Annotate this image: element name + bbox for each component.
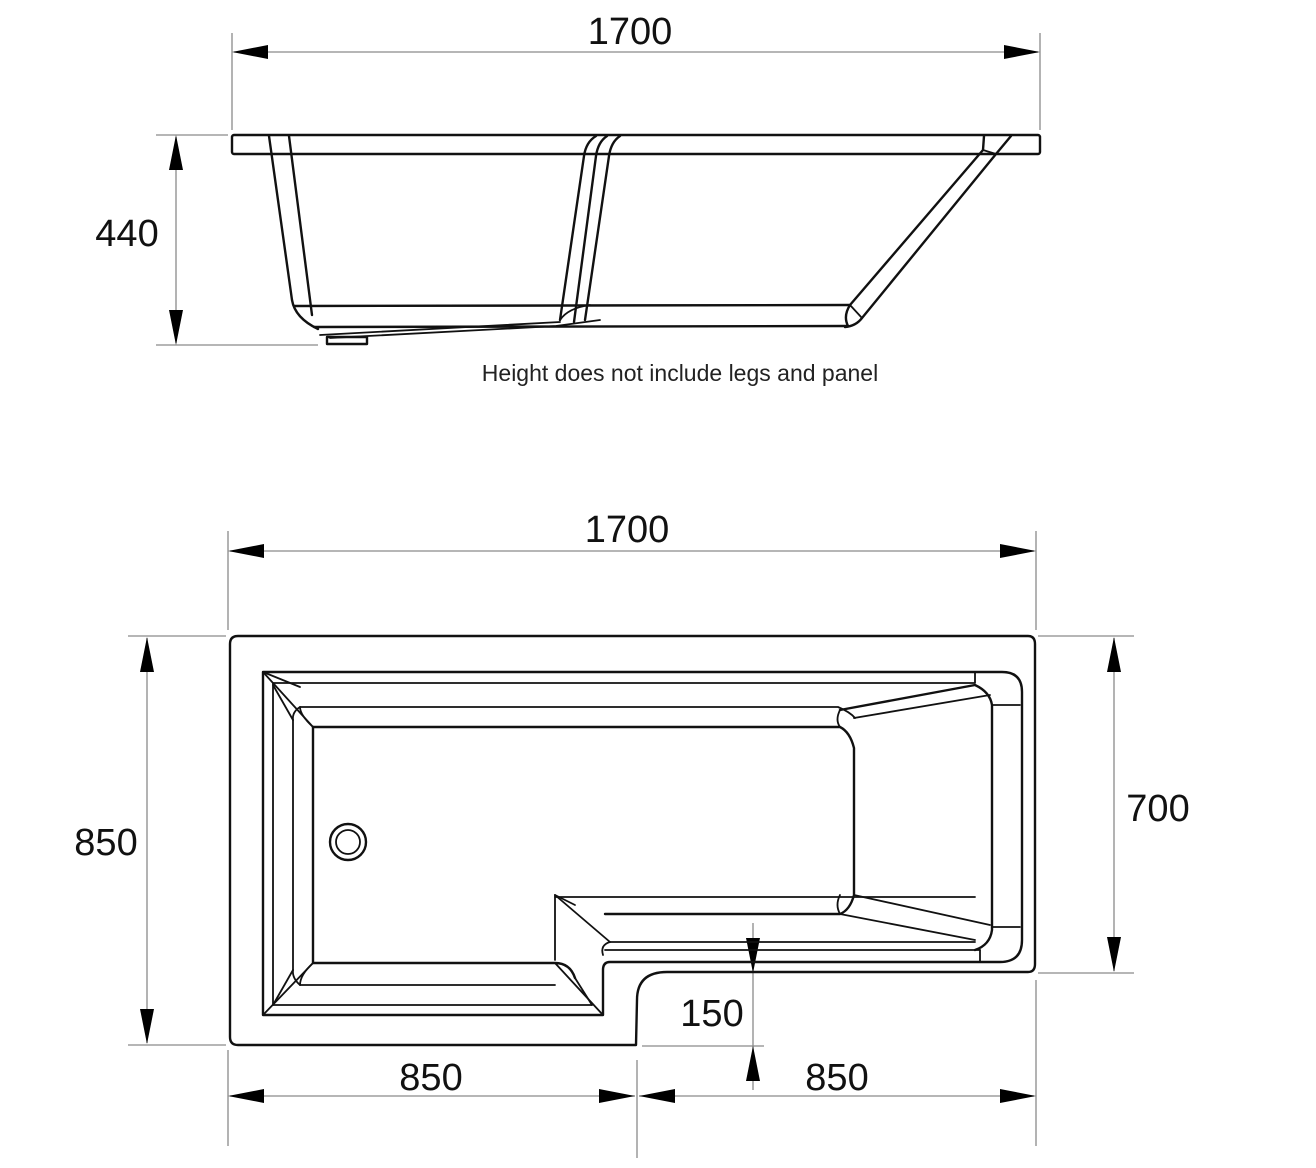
bath-outer-outline [228, 634, 1037, 1047]
arrow-left-icon [228, 1089, 264, 1103]
side-height-dimension: 440 [95, 134, 318, 346]
step-dimension: 150 [642, 923, 764, 1090]
arrow-right-icon [1000, 1089, 1036, 1103]
right-section-label: 850 [805, 1057, 868, 1099]
waste-outlet-icon [328, 822, 368, 862]
arrow-left-icon [228, 544, 264, 558]
plan-width-dimension: 1700 [227, 509, 1037, 630]
arrow-up-icon [746, 1046, 760, 1081]
arrow-up-icon [1107, 637, 1121, 672]
arrow-down-icon [169, 310, 183, 345]
arrow-down-icon [140, 1009, 154, 1044]
plan-depth-dimension: 850 [74, 635, 226, 1046]
left-section-label: 850 [399, 1057, 462, 1099]
arrow-left-icon [639, 1089, 675, 1103]
arrow-right-icon [599, 1089, 635, 1103]
plan-narrow-depth-label: 700 [1126, 788, 1189, 830]
step-label: 150 [680, 993, 743, 1035]
side-width-label: 1700 [588, 11, 673, 53]
arrow-down-icon [746, 938, 760, 973]
side-width-dimension: 1700 [231, 11, 1041, 130]
bath-rim [230, 133, 1042, 156]
arrow-right-icon [1000, 544, 1036, 558]
plan-view: 1700 850 700 150 [74, 509, 1190, 1158]
arrow-left-icon [232, 45, 268, 59]
arrow-up-icon [169, 135, 183, 170]
height-note: Height does not include legs and panel [482, 360, 878, 386]
section-dimensions: 850 850 [227, 980, 1037, 1158]
arrow-down-icon [1107, 937, 1121, 972]
arrow-up-icon [140, 637, 154, 672]
bath-foot [325, 335, 369, 346]
side-height-label: 440 [95, 213, 158, 255]
plan-depth-label: 850 [74, 822, 137, 864]
side-view: 1700 440 Height doe [95, 11, 1042, 386]
arrow-right-icon [1004, 45, 1040, 59]
plan-narrow-depth-dimension: 700 [1038, 635, 1190, 974]
plan-width-label: 1700 [585, 509, 670, 551]
bath-inner-rim [261, 670, 1024, 1017]
